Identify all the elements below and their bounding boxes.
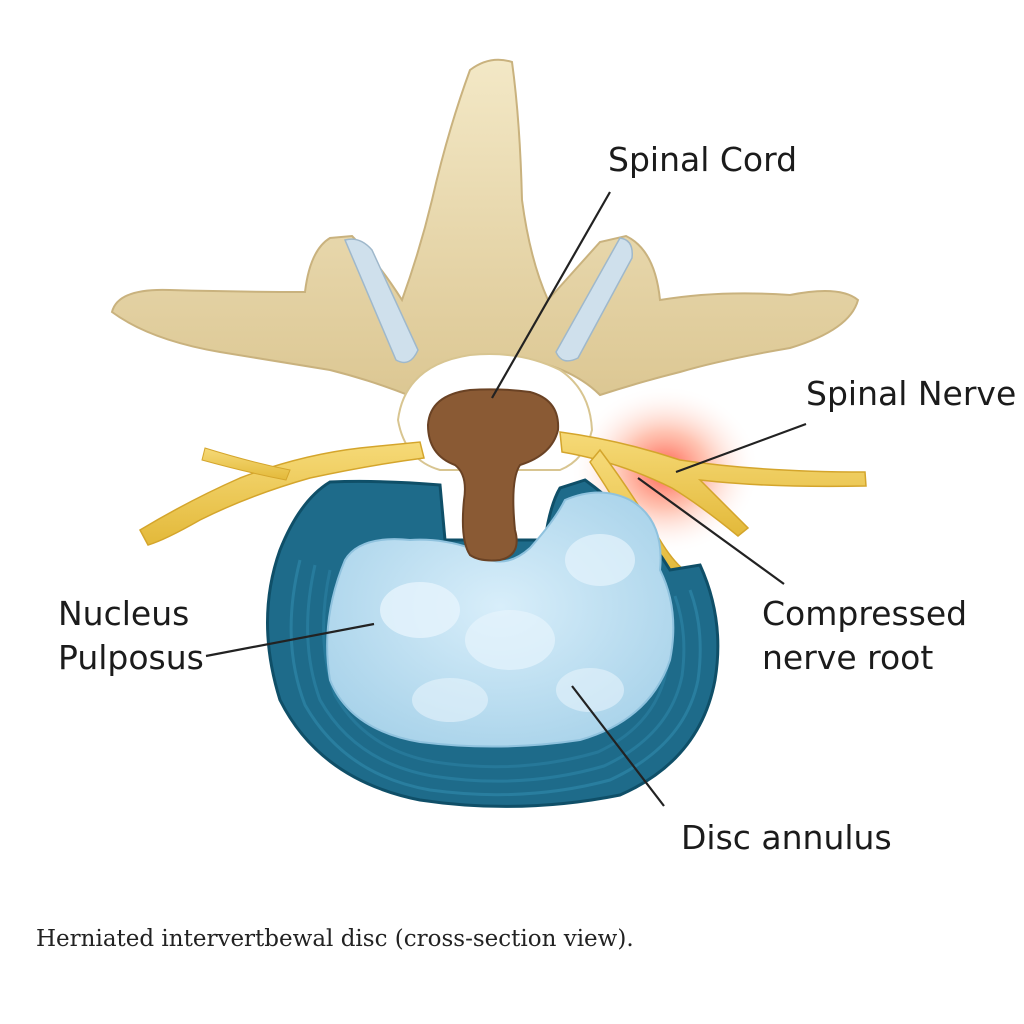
label-disc-annulus-text: Disc annulus [681, 816, 892, 860]
label-spinal-nerve-text: Spinal Nerve [806, 372, 1016, 416]
label-nucleus-line2: Pulposus [58, 636, 204, 680]
label-spinal-nerve: Spinal Nerve [806, 372, 1016, 416]
nucleus-highlight [380, 582, 460, 638]
label-disc-annulus: Disc annulus [681, 816, 892, 860]
figure-caption: Herniated intervertbewal disc (cross-sec… [36, 926, 634, 952]
label-spinal-cord-text: Spinal Cord [608, 138, 797, 182]
label-spinal-cord: Spinal Cord [608, 138, 797, 182]
label-compressed-nerve-root: Compressed nerve root [762, 592, 967, 680]
vertebra [112, 60, 858, 395]
nucleus-highlight [465, 610, 555, 670]
label-compressed-line1: Compressed [762, 592, 967, 636]
nucleus-highlight [412, 678, 488, 722]
label-compressed-line2: nerve root [762, 636, 967, 680]
label-nucleus-line1: Nucleus [58, 592, 204, 636]
nucleus-highlight [565, 534, 635, 586]
nucleus-highlight [556, 668, 624, 712]
label-nucleus-pulposus: Nucleus Pulposus [58, 592, 204, 680]
spinal-cord [428, 389, 558, 560]
